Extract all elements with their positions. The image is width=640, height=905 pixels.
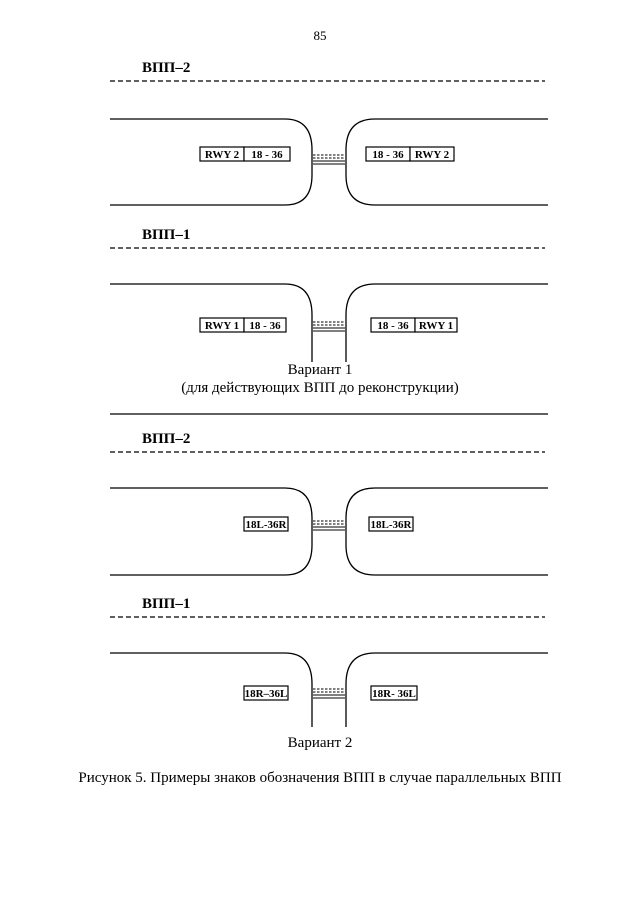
taxiway-left-edge — [110, 652, 313, 727]
runway-sign-right — [370, 685, 418, 701]
sign-text: 18 - 36 — [372, 149, 404, 161]
taxiway-right-edge — [345, 283, 548, 362]
taxiway-left-edge — [110, 487, 313, 576]
runway-label: ВПП–2 — [142, 431, 191, 447]
sign-text: 18 - 36 — [251, 149, 283, 161]
sign-text: 18R–36L — [245, 688, 288, 700]
sign-text: 18R- 36L — [372, 688, 416, 700]
sign-text: RWY 2 — [415, 149, 450, 161]
variant-caption: Вариант 2 — [287, 735, 353, 751]
runway-sign-right — [368, 516, 414, 532]
sign-text: 18 - 36 — [377, 320, 409, 332]
holding-position-marking — [313, 688, 345, 699]
holding-position-marking — [313, 321, 345, 332]
runway-sign-left — [199, 317, 287, 333]
holding-position-marking — [313, 520, 345, 531]
runway-sign-right — [365, 146, 455, 162]
taxiway-right-edge — [345, 487, 548, 576]
sign-text: RWY 1 — [419, 320, 453, 332]
runway-label: ВПП–1 — [142, 227, 191, 243]
runway-sign-right — [370, 317, 458, 333]
variant-caption: Вариант 1 — [287, 362, 353, 378]
page-number: 85 — [313, 28, 327, 43]
sign-text: 18L-36R — [371, 519, 413, 531]
taxiway-right-edge — [345, 118, 548, 206]
sign-text: RWY 1 — [205, 320, 239, 332]
runway-sign-left — [243, 516, 289, 532]
runway-label: ВПП–2 — [142, 60, 191, 76]
sign-text: 18L-36R — [246, 519, 288, 531]
taxiway-right-edge — [345, 652, 548, 727]
figure-caption: Рисунок 5. Примеры знаков обозначения ВП… — [78, 770, 562, 786]
sign-text: RWY 2 — [205, 149, 240, 161]
runway-sign-left — [243, 685, 289, 701]
sign-text: 18 - 36 — [249, 320, 281, 332]
runway-label: ВПП–1 — [142, 596, 191, 612]
variant-subcaption: (для действующих ВПП до реконструкции) — [181, 380, 459, 396]
taxiway-left-edge — [110, 118, 313, 206]
holding-position-marking — [313, 154, 345, 165]
taxiway-left-edge — [110, 283, 313, 362]
runway-sign-left — [199, 146, 291, 162]
